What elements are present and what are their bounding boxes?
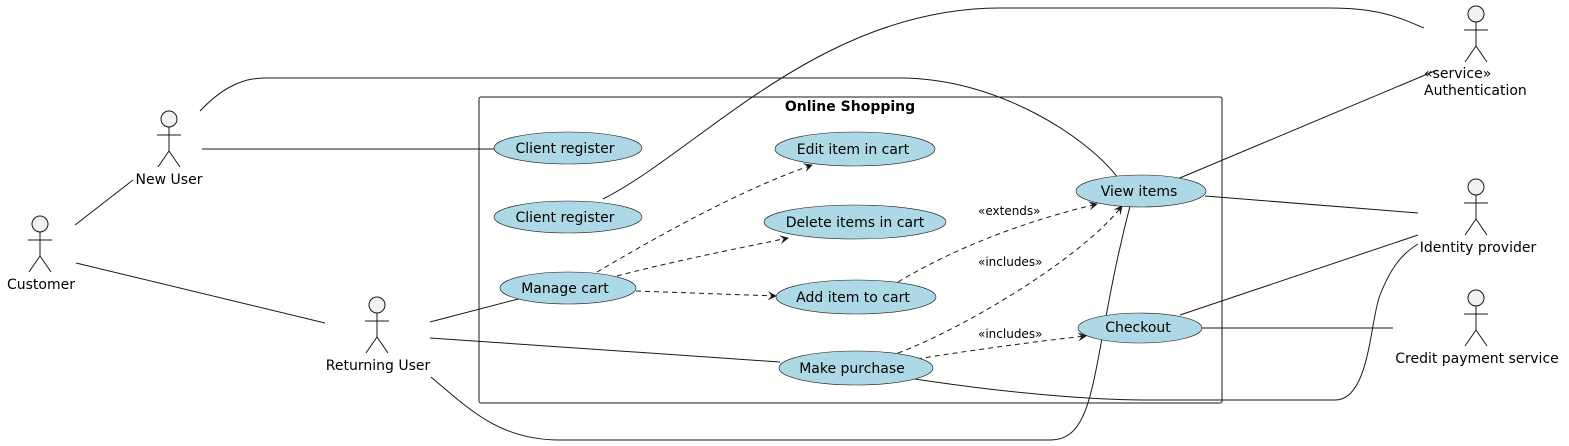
actor-label-returning-user: Returning User (326, 358, 431, 374)
use-case-label: Client register (516, 141, 615, 157)
dep-managecart-additem (635, 290, 777, 301)
actor-label-authentication: Authentication (1424, 83, 1527, 99)
use-case-make-purchase[interactable]: Make purchase (778, 350, 934, 386)
use-case-add-item-to-cart[interactable]: Add item to cart (775, 279, 937, 315)
use-case-label: Manage cart (521, 281, 609, 297)
use-case-label: Edit item in cart (797, 142, 910, 158)
use-case-delete-items-in-cart[interactable]: Delete items in cart (763, 204, 947, 240)
relation-label-includes-add: «includes» (978, 255, 1042, 269)
dep-additem-viewitems (897, 201, 1098, 283)
actor-head-icon (31, 215, 49, 233)
actor-head-icon (1467, 178, 1485, 196)
dep-managecart-deleteitems (616, 235, 789, 277)
use-case-view-items[interactable]: View items (1075, 174, 1207, 208)
relation-label-extends: «extends» (978, 204, 1041, 218)
assoc-clientregister-authentication (602, 7, 1425, 200)
use-case-client-register-1[interactable]: Client register (493, 131, 643, 165)
assoc-newuser-viewitems (199, 77, 1119, 179)
assoc-makepurchase-identity (914, 243, 1419, 401)
actor-label-identity-provider: Identity provider (1420, 240, 1537, 256)
assoc-customer-returning (75, 262, 326, 324)
use-case-label: Add item to cart (796, 290, 910, 306)
use-case-label: View items (1101, 184, 1178, 200)
use-case-label: Delete items in cart (786, 215, 925, 231)
relation-label-includes-checkout: «includes» (978, 327, 1042, 341)
use-case-label: Checkout (1105, 320, 1171, 336)
actor-new-user[interactable] (157, 110, 181, 168)
dep-makepurchase-viewitems (897, 205, 1123, 354)
assoc-viewitems-identity (1204, 195, 1419, 214)
use-case-label: Client register (516, 210, 615, 226)
actor-credit-payment-service[interactable] (1464, 289, 1488, 347)
actor-customer[interactable] (28, 215, 52, 273)
assoc-customer-newuser (74, 179, 134, 226)
system-title: Online Shopping (785, 99, 915, 115)
assoc-returning-managecart (429, 297, 523, 323)
use-case-manage-cart[interactable]: Manage cart (499, 271, 637, 305)
actor-head-icon (368, 296, 386, 314)
actor-label-credit-payment-service: Credit payment service (1395, 351, 1559, 367)
use-case-client-register-2[interactable]: Client register (493, 200, 643, 234)
use-case-label: Make purchase (799, 361, 905, 377)
actor-authentication[interactable] (1464, 5, 1488, 63)
system-boundary: Online Shopping (478, 96, 1223, 404)
assoc-returning-viewitems (430, 205, 1131, 441)
actor-identity-provider[interactable] (1464, 178, 1488, 236)
actor-returning-user[interactable] (365, 296, 389, 354)
dep-managecart-edititem (596, 163, 813, 273)
actor-stereotype-authentication: «service» (1424, 66, 1491, 82)
actor-head-icon (1467, 289, 1485, 307)
assoc-returning-makepurchase (429, 337, 781, 363)
actor-head-icon (160, 110, 178, 128)
assoc-checkout-identity (1179, 234, 1419, 316)
use-case-checkout[interactable]: Checkout (1077, 312, 1203, 344)
actor-label-customer: Customer (7, 277, 75, 293)
actor-label-new-user: New User (136, 172, 203, 188)
use-case-edit-item-in-cart[interactable]: Edit item in cart (774, 131, 936, 167)
assoc-viewitems-authentication (1174, 69, 1438, 181)
actor-head-icon (1467, 5, 1485, 23)
